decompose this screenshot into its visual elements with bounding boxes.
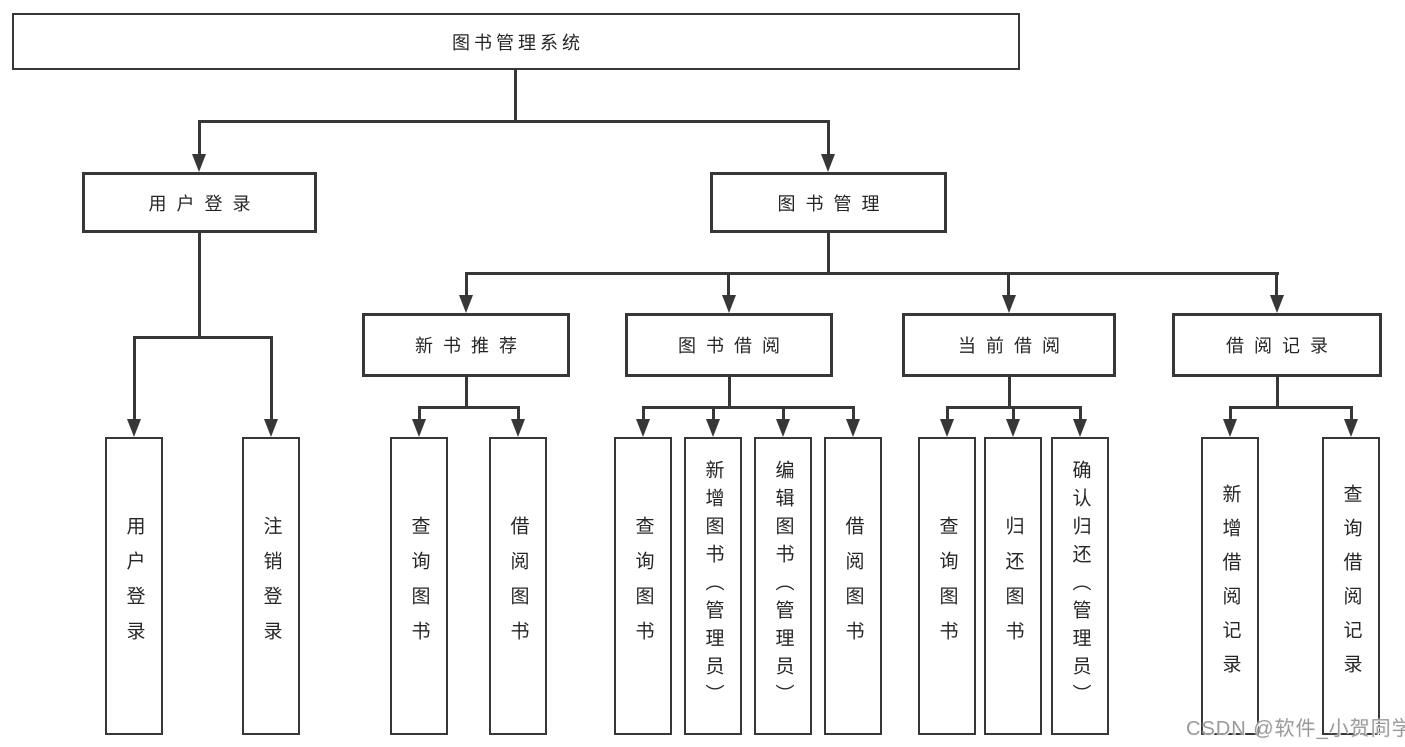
connector-newbook-drop-2 [517, 406, 520, 419]
leaf-newbook-query-books-label: 查询图书 [408, 516, 430, 656]
leaf-edit-books-admin: 编辑图书（管理员） [754, 437, 812, 735]
node-root-label: 图书管理系统 [452, 32, 584, 53]
leaf-add-borrow-record-label: 新增借阅记录 [1219, 484, 1241, 688]
leaf-borrow-query-books-label: 查询图书 [632, 516, 654, 656]
arrowhead-leaf-logout [264, 419, 278, 437]
leaf-logout-label: 注销登录 [260, 516, 282, 656]
connector-userlogin-stem [198, 233, 201, 336]
connector-record-drop-1 [1229, 406, 1232, 419]
arrowhead-user-login [192, 154, 206, 172]
node-user-login-label: 用户登录 [148, 193, 261, 214]
node-new-book-recommendation: 新书推荐 [362, 313, 570, 377]
connector-bookmgmt-drop-1 [465, 272, 468, 295]
connector-borrow-stem [728, 377, 731, 406]
connector-userlogin-drop-2 [270, 336, 273, 419]
arrowhead-current-return [1006, 419, 1020, 437]
connector-userlogin-rail [133, 336, 273, 339]
node-new-book-recommendation-label: 新书推荐 [415, 336, 527, 356]
arrowhead-borrow-edit [776, 419, 790, 437]
node-book-borrowing-label: 图书借阅 [678, 336, 790, 356]
leaf-user-login: 用户登录 [105, 437, 163, 735]
leaf-borrow-borrow-books: 借阅图书 [824, 437, 882, 735]
leaf-newbook-borrow-books-label: 借阅图书 [507, 516, 529, 656]
leaf-confirm-return-admin-label: 确认归还（管理员） [1069, 460, 1091, 712]
connector-root-drop-left [198, 120, 201, 154]
arrowhead-borrow-borrow [846, 419, 860, 437]
leaf-add-borrow-record: 新增借阅记录 [1201, 437, 1259, 735]
connector-current-drop-1 [946, 406, 949, 419]
leaf-edit-books-admin-label: 编辑图书（管理员） [772, 460, 794, 712]
connector-borrow-drop-4 [852, 406, 855, 419]
node-book-management-label: 图书管理 [777, 193, 890, 214]
arrowhead-current-borrowing [1002, 295, 1016, 313]
connector-bookmgmt-drop-2 [727, 272, 730, 295]
arrowhead-new-book-recommendation [459, 295, 473, 313]
connector-bookmgmt-drop-3 [1007, 272, 1010, 295]
leaf-logout: 注销登录 [242, 437, 300, 735]
arrowhead-book-borrowing [722, 295, 736, 313]
connector-newbook-rail [418, 406, 520, 409]
node-current-borrowing: 当前借阅 [902, 313, 1116, 377]
leaf-newbook-borrow-books: 借阅图书 [489, 437, 547, 735]
connector-bookmgmt-drop-4 [1275, 272, 1278, 295]
arrowhead-book-management [821, 154, 835, 172]
connector-borrow-drop-1 [642, 406, 645, 419]
connector-record-rail [1229, 406, 1353, 409]
connector-record-stem [1276, 377, 1279, 406]
node-book-borrowing: 图书借阅 [625, 313, 833, 377]
connector-borrow-drop-2 [712, 406, 715, 419]
arrowhead-borrow-add [706, 419, 720, 437]
leaf-current-query-books: 查询图书 [918, 437, 976, 735]
arrowhead-borrowing-records [1270, 295, 1284, 313]
connector-newbook-stem [465, 377, 468, 406]
leaf-query-borrow-record: 查询借阅记录 [1322, 437, 1380, 735]
connector-userlogin-drop-1 [133, 336, 136, 419]
arrowhead-record-query [1344, 419, 1358, 437]
arrowhead-current-confirm [1073, 419, 1087, 437]
leaf-current-query-books-label: 查询图书 [936, 516, 958, 656]
node-book-management: 图书管理 [710, 172, 947, 233]
leaf-add-books-admin-label: 新增图书（管理员） [702, 460, 724, 712]
node-borrowing-records: 借阅记录 [1172, 313, 1382, 377]
leaf-borrow-borrow-books-label: 借阅图书 [842, 516, 864, 656]
node-user-login: 用户登录 [82, 172, 317, 233]
node-borrowing-records-label: 借阅记录 [1226, 336, 1338, 356]
node-root: 图书管理系统 [12, 13, 1020, 70]
connector-root-rail [198, 120, 830, 123]
connector-current-stem [1008, 377, 1011, 406]
connector-borrow-rail [642, 406, 855, 409]
leaf-return-books: 归还图书 [984, 437, 1042, 735]
leaf-borrow-query-books: 查询图书 [614, 437, 672, 735]
leaf-newbook-query-books: 查询图书 [390, 437, 448, 735]
arrowhead-record-add [1223, 419, 1237, 437]
leaf-return-books-label: 归还图书 [1002, 516, 1024, 656]
csdn-watermark: CSDN @软件_小贺同学 [1186, 718, 1405, 740]
leaf-query-borrow-record-label: 查询借阅记录 [1340, 484, 1362, 688]
connector-bookmgmt-rail [465, 272, 1279, 275]
node-current-borrowing-label: 当前借阅 [958, 336, 1070, 356]
connector-root-drop-right [827, 120, 830, 154]
leaf-user-login-label: 用户登录 [123, 516, 145, 656]
arrowhead-newbook-borrow [511, 419, 525, 437]
arrowhead-current-query [940, 419, 954, 437]
arrowhead-leaf-user-login [127, 419, 141, 437]
arrowhead-newbook-query [412, 419, 426, 437]
connector-bookmgmt-stem [827, 233, 830, 272]
connector-root-stem [514, 70, 517, 120]
connector-record-drop-2 [1350, 406, 1353, 419]
leaf-confirm-return-admin: 确认归还（管理员） [1051, 437, 1109, 735]
connector-newbook-drop-1 [418, 406, 421, 419]
connector-current-drop-3 [1079, 406, 1082, 419]
connector-borrow-drop-3 [782, 406, 785, 419]
connector-current-drop-2 [1012, 406, 1015, 419]
arrowhead-borrow-query [636, 419, 650, 437]
leaf-add-books-admin: 新增图书（管理员） [684, 437, 742, 735]
